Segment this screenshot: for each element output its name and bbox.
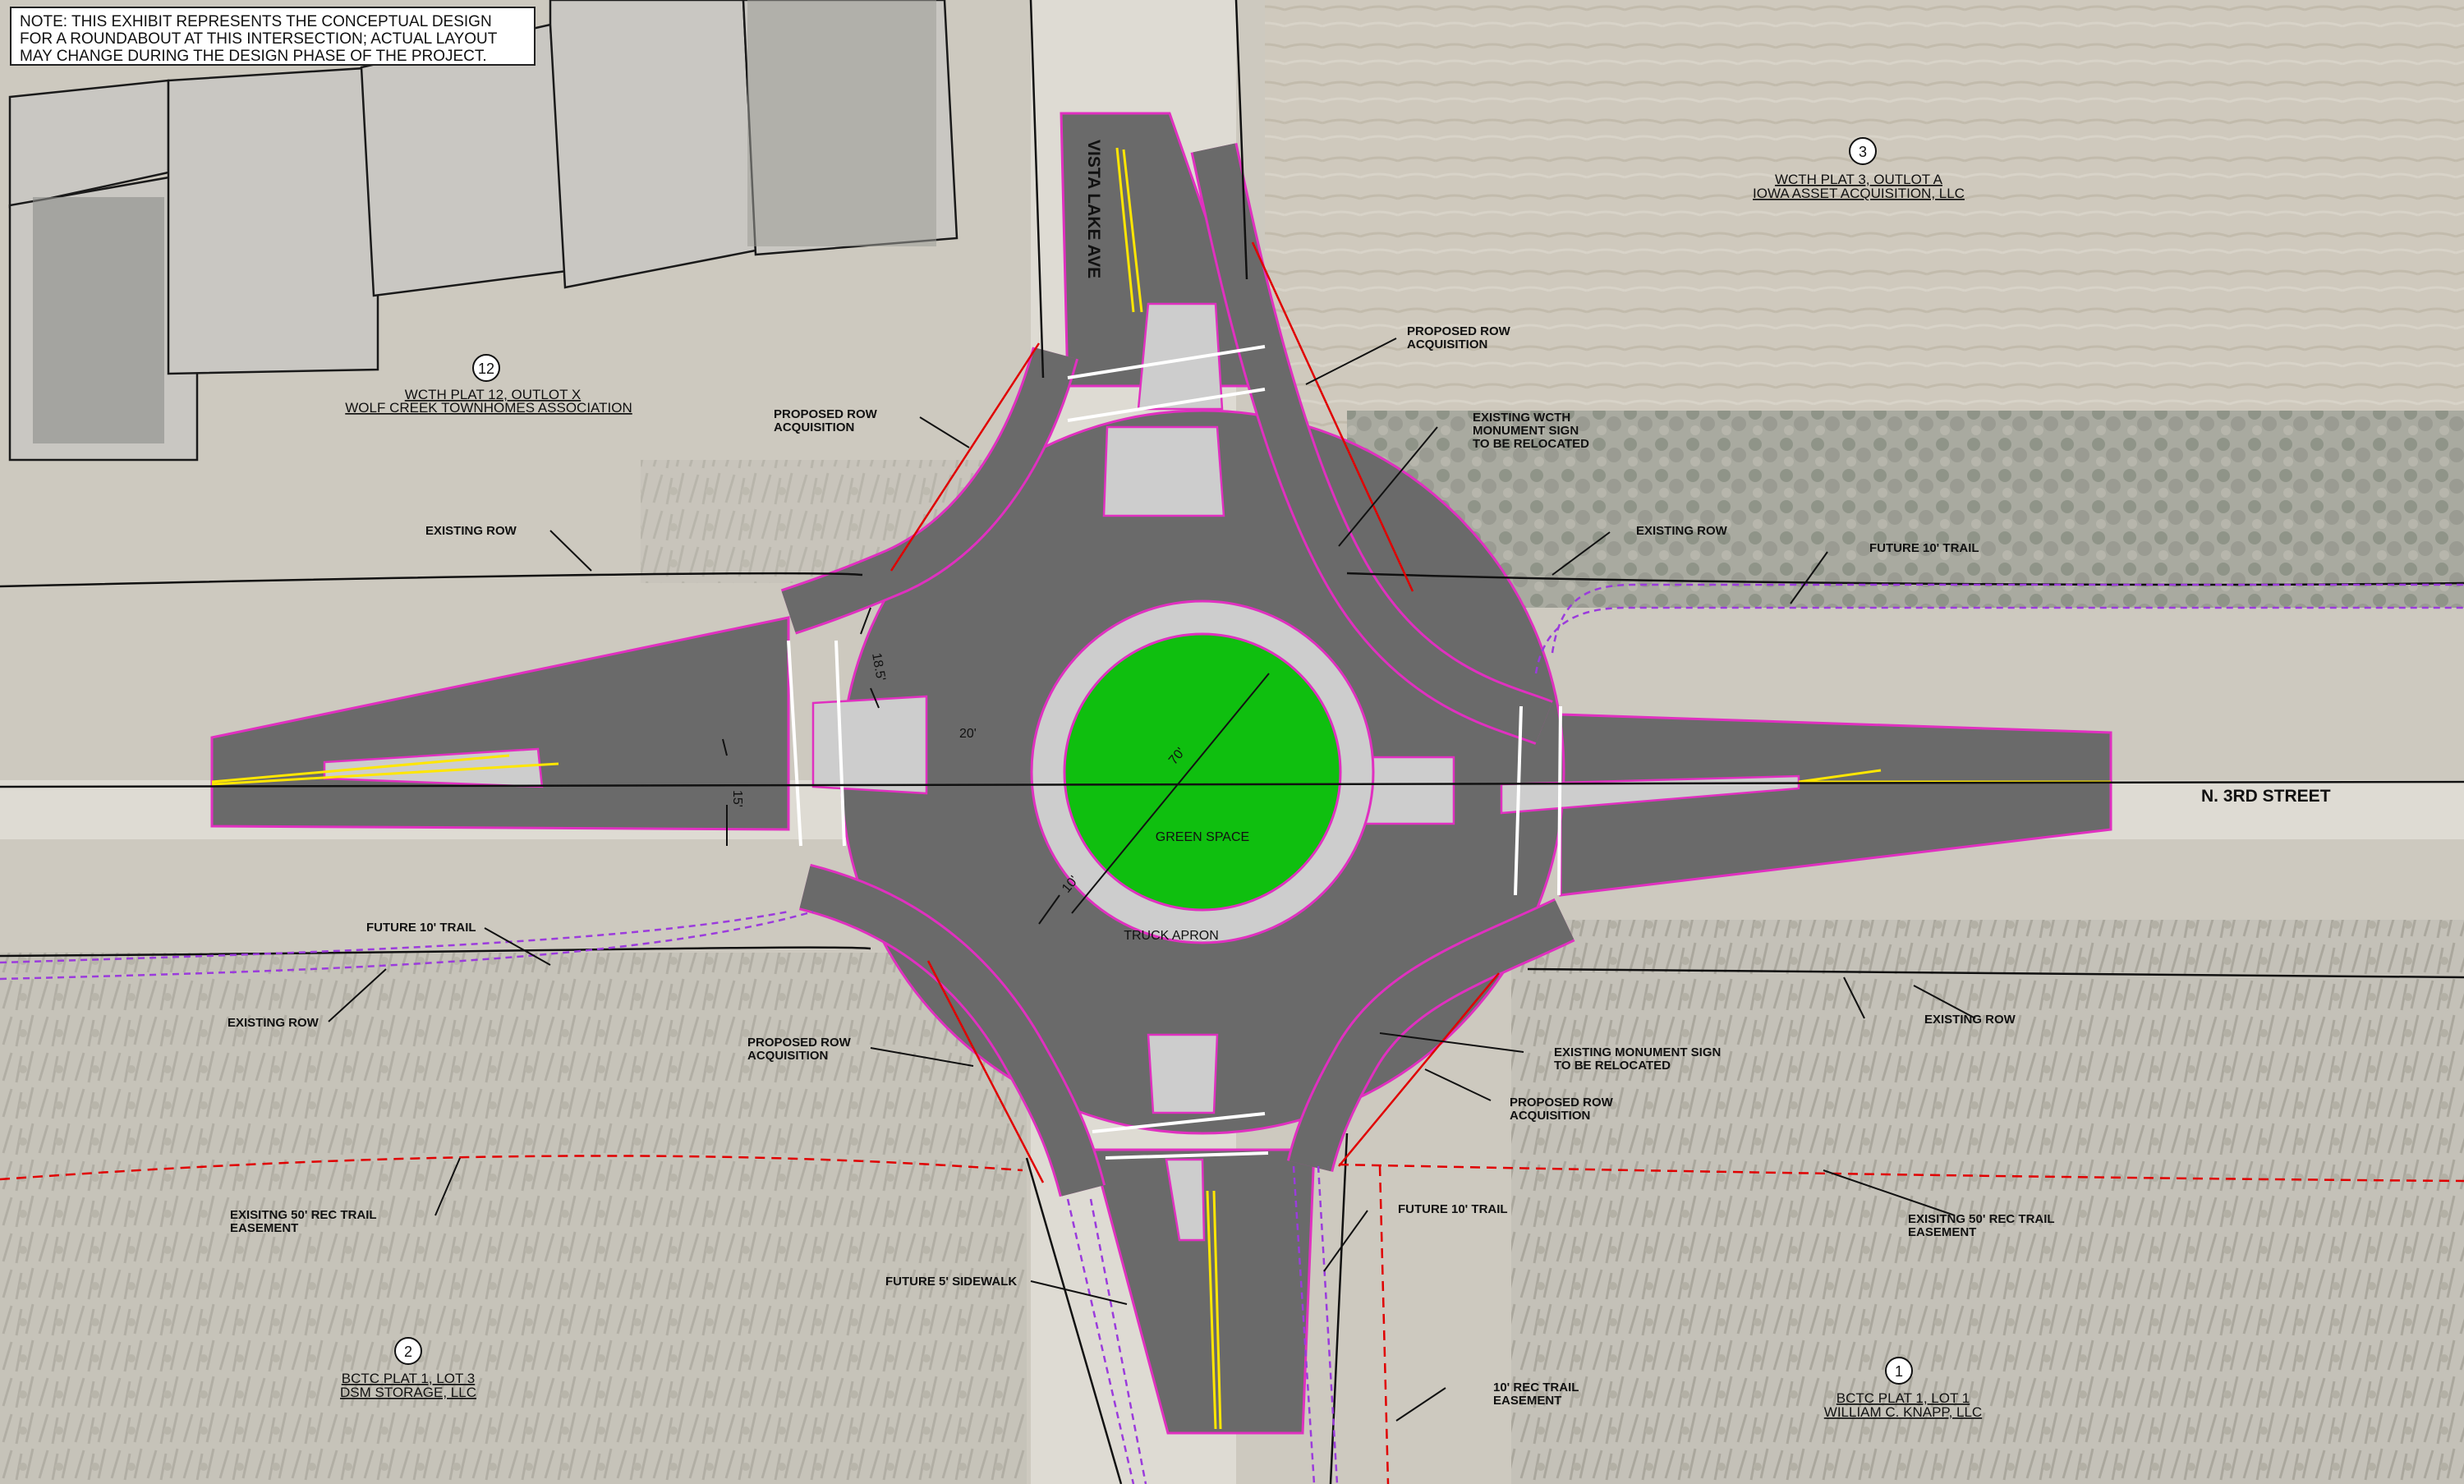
callout-line: ACQUISITION: [1510, 1109, 1590, 1123]
parcel-12-line1: WCTH PLAT 12, OUTLOT X: [405, 387, 581, 402]
callout-line: TO BE RELOCATED: [1473, 437, 1589, 451]
callout-existing-row-sw: EXISTING ROW: [228, 1016, 319, 1030]
callout-line: EXISITNG 50' REC TRAIL: [1908, 1212, 2055, 1226]
callout-line: EXISTING ROW: [425, 524, 517, 538]
future-trails: [0, 583, 2464, 1484]
callout-line: FUTURE 5' SIDEWALK: [885, 1275, 1017, 1289]
parcel-1-line2: WILLIAM C. KNAPP, LLC: [1824, 1404, 1982, 1420]
callout-trail-ne: FUTURE 10' TRAIL: [1869, 541, 1979, 555]
design-note: NOTE: THIS EXHIBIT REPRESENTS THE CONCEP…: [10, 7, 536, 66]
parcel-3-number: 3: [1859, 144, 1867, 160]
bypass-lanes: [780, 142, 1575, 1197]
dimension-lines: [722, 607, 1270, 925]
callout-trail-sw: FUTURE 10' TRAIL: [366, 921, 476, 935]
dim-lane-label: 20': [959, 727, 977, 741]
green-space-label: GREEN SPACE: [1156, 830, 1249, 844]
callout-existing-row-se: EXISTING ROW: [1924, 1013, 2016, 1027]
central-island: [1030, 600, 1375, 944]
callout-line: PROPOSED ROW: [747, 1036, 852, 1050]
parcel-2-line2: DSM STORAGE, LLC: [340, 1385, 476, 1400]
callout-line: ACQUISITION: [1407, 338, 1487, 351]
design-note-line: MAY CHANGE DURING THE DESIGN PHASE OF TH…: [20, 48, 487, 65]
callout-line: MONUMENT SIGN: [1473, 424, 1579, 438]
callout-line: 10' REC TRAIL: [1493, 1381, 1579, 1394]
parcel-12-number: 12: [478, 361, 494, 377]
street-label-vista-lake: VISTA LAKE AVE: [1084, 140, 1103, 278]
callout-line: EXISTING ROW: [1924, 1013, 2016, 1027]
parcel-3-line1: WCTH PLAT 3, OUTLOT A: [1775, 172, 1943, 187]
proposed-row-lines: [890, 241, 1500, 1183]
callout-line: FUTURE 10' TRAIL: [1869, 541, 1979, 555]
parcel-1-number: 1: [1895, 1363, 1903, 1380]
callout-line: PROPOSED ROW: [774, 407, 878, 421]
callout-sidewalk: FUTURE 5' SIDEWALK: [885, 1275, 1017, 1289]
splitter-islands: [323, 302, 1800, 1242]
design-note-line: NOTE: THIS EXHIBIT REPRESENTS THE CONCEP…: [20, 13, 492, 30]
callout-trail-s: FUTURE 10' TRAIL: [1398, 1202, 1508, 1216]
parcel-2-line1: BCTC PLAT 1, LOT 3: [342, 1371, 476, 1386]
parcel-3-line2: IOWA ASSET ACQUISITION, LLC: [1753, 186, 1965, 201]
street-label-3rd-street: N. 3RD STREET: [2201, 787, 2331, 806]
callout-existing-row-ne: EXISTING ROW: [1636, 524, 1728, 538]
callout-line: PROPOSED ROW: [1510, 1096, 1614, 1110]
callout-line: ACQUISITION: [774, 420, 854, 434]
parcel-markers: [394, 137, 1913, 1385]
callout-line: ACQUISITION: [747, 1049, 828, 1063]
design-note-line: FOR A ROUNDABOUT AT THIS INTERSECTION; A…: [20, 30, 498, 48]
crosswalks: [787, 345, 1562, 1160]
centerlines: [211, 147, 2111, 1430]
callout-line: FUTURE 10' TRAIL: [1398, 1202, 1508, 1216]
callout-existing-row-nw: EXISTING ROW: [425, 524, 517, 538]
callout-line: FUTURE 10' TRAIL: [366, 921, 476, 935]
callout-line: EASEMENT: [1493, 1394, 1561, 1408]
callout-line: TO BE RELOCATED: [1554, 1059, 1671, 1073]
callout-line: EASEMENT: [1908, 1225, 1976, 1239]
callout-leaders: [328, 338, 1976, 1422]
parcel-12-line2: WOLF CREEK TOWNHOMES ASSOCIATION: [345, 400, 632, 416]
callout-line: EXISTING ROW: [1636, 524, 1728, 538]
rec-trail-easement-lines: [0, 1155, 2464, 1484]
callout-line: EASEMENT: [230, 1221, 298, 1235]
parcel-1-line1: BCTC PLAT 1, LOT 1: [1837, 1390, 1970, 1406]
dim-splitter-label: 15': [730, 790, 744, 807]
callout-line: PROPOSED ROW: [1407, 324, 1511, 338]
callout-line: EXISITNG 50' REC TRAIL: [230, 1208, 377, 1222]
dim-entry-label: 18.5': [869, 652, 888, 682]
callout-line: EXISTING WCTH: [1473, 411, 1570, 425]
truck-apron-label: TRUCK APRON: [1124, 929, 1219, 943]
parcel-2-number: 2: [404, 1344, 412, 1360]
callout-line: EXISTING ROW: [228, 1016, 319, 1030]
callout-line: EXISTING MONUMENT SIGN: [1554, 1045, 1721, 1059]
